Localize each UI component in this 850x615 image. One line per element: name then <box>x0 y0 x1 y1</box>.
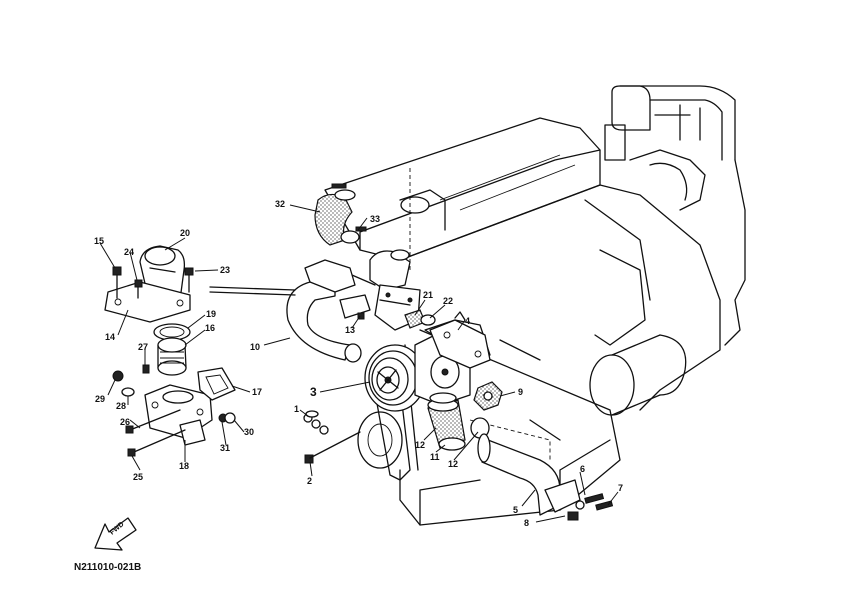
label-21: 21 <box>423 290 433 300</box>
hose-clamps-33 <box>331 183 367 244</box>
engine-block <box>324 85 746 526</box>
water-pipe-5 <box>477 433 581 516</box>
label-12b: 12 <box>448 459 458 469</box>
hose-clamps-12 <box>429 392 490 439</box>
crank-pulley <box>357 411 403 469</box>
label-31: 31 <box>220 443 230 453</box>
upper-hose-32 <box>314 193 353 246</box>
label-6: 6 <box>580 464 585 474</box>
label-12a: 12 <box>415 440 425 450</box>
label-1: 1 <box>294 404 299 414</box>
cover-plate-4 <box>429 311 491 369</box>
label-13: 13 <box>345 325 355 335</box>
connecting-rod-line <box>209 286 296 296</box>
label-27: 27 <box>138 342 148 352</box>
label-28: 28 <box>116 401 126 411</box>
fwd-arrow-icon: FWD <box>94 517 137 551</box>
bolt-2 <box>304 431 361 464</box>
callout-labels: 1 2 3 4 5 6 7 8 9 10 11 12 12 13 14 15 1… <box>94 199 623 528</box>
label-15: 15 <box>94 236 104 246</box>
label-20: 20 <box>180 228 190 238</box>
label-22: 22 <box>443 296 453 306</box>
water-pump-pulley <box>364 344 426 412</box>
label-16: 16 <box>205 323 215 333</box>
label-10: 10 <box>250 342 260 352</box>
plug-30-31 <box>218 412 236 424</box>
gasket-17 <box>197 367 236 401</box>
thermostat-housing-18 <box>144 384 213 446</box>
thermostat-16 <box>157 337 187 376</box>
label-32: 32 <box>275 199 285 209</box>
label-26: 26 <box>120 417 130 427</box>
label-3: 3 <box>310 385 317 399</box>
bolts-1 <box>303 410 329 435</box>
label-14: 14 <box>105 332 115 342</box>
gasket-9 <box>473 381 503 411</box>
label-5: 5 <box>513 505 518 515</box>
label-2: 2 <box>307 476 312 486</box>
hose-11 <box>427 398 466 451</box>
label-19: 19 <box>206 309 216 319</box>
label-24: 24 <box>124 247 134 257</box>
label-4: 4 <box>465 316 470 326</box>
leader-lines <box>99 204 619 523</box>
label-33: 33 <box>370 214 380 224</box>
o-rings-21-22 <box>404 309 436 329</box>
label-25: 25 <box>133 472 143 482</box>
label-18: 18 <box>179 461 189 471</box>
small-parts-27-28-29 <box>112 364 150 397</box>
drawing-code: N211010-021B <box>74 562 141 573</box>
label-17: 17 <box>252 387 262 397</box>
bolts-6-7-8 <box>567 493 614 521</box>
label-7: 7 <box>618 483 623 493</box>
bracket-13 <box>304 259 371 320</box>
label-23: 23 <box>220 265 230 275</box>
bolts-15-24-23 <box>112 266 194 299</box>
label-29: 29 <box>95 394 105 404</box>
label-11: 11 <box>430 452 440 462</box>
label-30: 30 <box>244 427 254 437</box>
label-8: 8 <box>524 518 529 528</box>
label-9: 9 <box>518 387 523 397</box>
